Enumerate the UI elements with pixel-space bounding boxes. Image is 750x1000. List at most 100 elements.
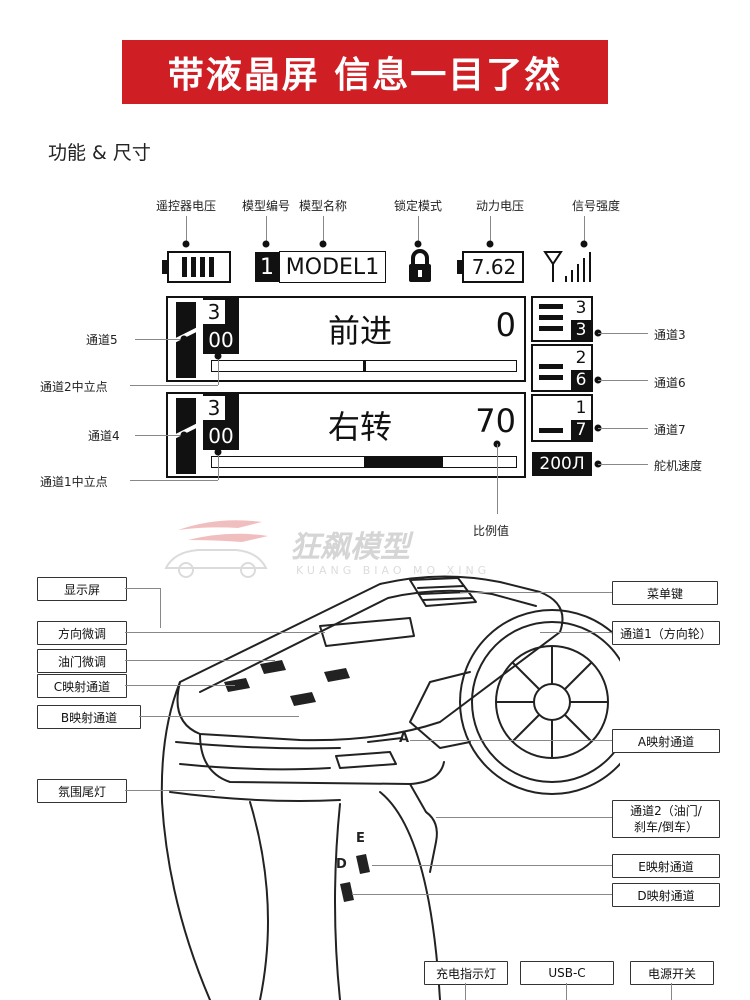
leader-line [584,216,585,242]
model-name: MODEL1 [279,251,386,283]
panel1-value: 0 [495,306,516,344]
leader-line [135,339,183,340]
leader-line [160,588,161,628]
label-model-number: 模型编号 [241,199,291,213]
leader-line [125,632,325,633]
panel2-progress-fill [364,457,444,467]
callout-tail-light: 氛围尾灯 [37,779,127,803]
leader-line [372,865,612,866]
leader-dot [262,240,270,248]
lock-icon [409,249,431,282]
callout-e-channel: E映射通道 [612,854,720,878]
label-signal-strength: 信号强度 [571,199,621,213]
label-servo-speed: 舵机速度 [654,459,703,473]
leader-line [497,444,498,514]
ch3-panel: 3 3 [531,296,593,342]
leader-line [490,216,491,242]
watermark-sub: KUANG BIAO MO XING [296,564,491,577]
device-letter-e: E [356,831,365,846]
ch7-bottom: 7 [571,420,591,440]
callout-steer-trim: 方向微调 [37,621,127,645]
leader-line [465,983,466,1000]
leader-line [410,740,612,741]
label-ch2-center: 通道2中立点 [40,380,108,394]
label-model-name: 模型名称 [298,199,348,213]
power-voltage-value: 7.62 [471,255,517,279]
power-battery-icon [457,251,524,283]
leader-dot [580,240,588,248]
leader-line [186,216,187,242]
callout-throttle-trim: 油门微调 [37,649,127,673]
leader-line [598,464,648,465]
callout-charge-led: 充电指示灯 [424,961,508,985]
callout-power-switch: 电源开关 [630,961,714,985]
watermark-car-logo [164,520,268,578]
leader-line [598,333,648,334]
leader-line [218,452,219,480]
leader-dot [214,448,222,456]
label-ch3: 通道3 [654,328,686,342]
leader-dot [214,352,222,360]
model-number: 1 [255,252,279,282]
leader-line [460,592,612,593]
label-ch1-center: 通道1中立点 [40,475,108,489]
panel2-value: 70 [475,402,516,440]
callout-ch2-line2: 刹车/倒车） [633,820,699,834]
leader-line [266,216,267,242]
leader-line [671,983,672,1000]
battery-icon [162,251,231,283]
leader-dot [180,335,188,343]
label-tx-voltage: 遥控器电压 [155,199,217,213]
panel1-upper: 3 [203,300,225,324]
callout-d-channel: D映射通道 [612,883,720,907]
leader-line [125,685,235,686]
callout-b-channel: B映射通道 [37,705,141,729]
leader-line [566,983,567,1000]
ch7-panel: 1 7 [531,394,593,442]
callout-a-channel: A映射通道 [612,729,720,753]
banner-title: 带液晶屏 信息一目了然 [122,40,608,104]
ch6-panel: 2 6 [531,344,593,392]
panel2-lower: 00 [208,424,234,448]
label-ratio: 比例值 [473,524,510,538]
leader-line [125,790,215,791]
panel1-lower: 00 [208,328,234,352]
leader-line [418,216,419,242]
leader-line [598,380,648,381]
label-ch4: 通道4 [88,429,120,443]
callout-ch1-wheel: 通道1（方向轮） [612,621,720,645]
leader-line [598,428,648,429]
leader-line [130,385,218,386]
leader-dot [319,240,327,248]
leader-line [125,660,275,661]
leader-line [436,817,612,818]
ch6-bottom: 6 [571,370,591,390]
section-subtitle: 功能 & 尺寸 [48,142,151,164]
leader-line [323,216,324,242]
panel2-upper: 3 [203,396,225,420]
panel1-label: 前进 [328,312,393,350]
callout-ch2-line1: 通道2（油门/ [630,804,702,818]
leader-line [139,716,299,717]
panel1-center-mark [363,361,366,371]
leader-dot [414,240,422,248]
leader-line [352,894,612,895]
transmitter-illustration: A E D [160,575,620,1000]
label-ch6: 通道6 [654,376,686,390]
panel2-progress-bar [211,456,517,468]
servo-speed-value: 200Л [532,452,592,476]
signal-icon [543,251,591,282]
leader-line [125,588,160,589]
callout-c-channel: C映射通道 [37,674,127,698]
ch3-bottom: 3 [571,320,591,340]
leader-dot [486,240,494,248]
callout-menu: 菜单键 [612,581,718,605]
panel1-progress-bar [211,360,517,372]
device-letter-a: A [399,731,409,746]
device-letter-d: D [336,857,347,872]
ch3-top: 3 [575,298,587,318]
label-ch7: 通道7 [654,423,686,437]
leader-dot [180,431,188,439]
label-lock-mode: 锁定模式 [393,199,443,213]
leader-line [130,480,218,481]
